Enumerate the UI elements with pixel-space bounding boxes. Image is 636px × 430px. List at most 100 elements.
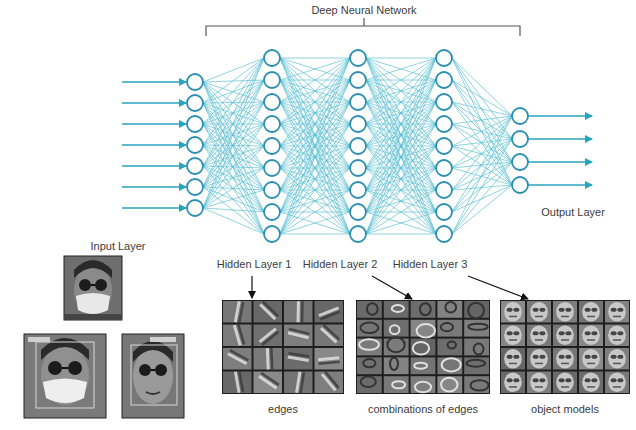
face-model-eye [559, 331, 565, 335]
neuron [264, 72, 280, 88]
network-link [366, 124, 436, 234]
edge-stroke [235, 372, 239, 393]
network-link [203, 82, 264, 234]
output-arrow [528, 138, 592, 140]
network-link [366, 58, 436, 146]
neuron [350, 72, 366, 88]
feature-cell [284, 348, 313, 370]
part-stroke [367, 303, 378, 314]
feature-cell [605, 301, 629, 323]
face-model-eye [533, 331, 539, 335]
face-model-mouth [509, 386, 517, 388]
edge-stroke [239, 302, 243, 323]
face-model [530, 349, 548, 369]
network-link [203, 166, 264, 234]
network-link [366, 58, 436, 124]
feature-cell [464, 301, 489, 318]
neuron [187, 137, 203, 153]
network-link [280, 58, 350, 234]
network-link [366, 234, 436, 235]
network-link [366, 58, 436, 190]
feature-cell [411, 320, 436, 337]
part-stroke [445, 302, 456, 313]
part-stroke [392, 381, 405, 388]
network-link [452, 185, 512, 234]
input-arrow [122, 81, 186, 83]
panel-ground [356, 300, 490, 394]
edge-stroke [320, 312, 340, 320]
face-model-mouth [509, 316, 517, 318]
feature-cell [579, 301, 603, 323]
network-link [366, 58, 436, 168]
face-model-eye [585, 331, 591, 335]
neuron [350, 204, 366, 220]
neuron [187, 200, 203, 216]
feature-cell [254, 348, 283, 370]
network-link [203, 103, 264, 146]
network-link [366, 58, 436, 234]
neurons [187, 50, 528, 242]
network-link [280, 58, 350, 124]
network-link [366, 80, 436, 234]
network-link [452, 116, 512, 234]
feature-cell [553, 325, 577, 347]
feature-cell [527, 348, 551, 370]
network-link [280, 212, 350, 234]
network-link [203, 124, 264, 208]
network-link [366, 146, 436, 234]
network-link [280, 58, 350, 168]
face-model-mouth [535, 316, 543, 318]
face-model [504, 302, 522, 322]
edge-stroke [297, 301, 300, 322]
edge-stroke [238, 324, 244, 344]
feature-cell [315, 348, 344, 370]
face-model [556, 325, 574, 345]
face-model-eye [533, 355, 539, 359]
face-model [556, 349, 574, 369]
feature-cell [357, 301, 382, 318]
face-model-eye [539, 378, 545, 382]
network-link [280, 58, 350, 168]
face-model-eye [507, 378, 513, 382]
network-link [203, 103, 264, 124]
panel-caption: combinations of edges [368, 403, 478, 416]
network-link [203, 124, 264, 168]
input-arrow [122, 102, 186, 104]
network-link [280, 58, 350, 59]
face-model-mouth [613, 363, 621, 365]
feature-cell [357, 320, 382, 337]
network-link [280, 146, 350, 234]
pointer-arrow [251, 276, 252, 298]
network-link [452, 139, 512, 234]
face-model-eye [539, 355, 545, 359]
feature-cell [223, 348, 252, 370]
edge-stroke [239, 371, 243, 392]
network-link [203, 124, 264, 234]
network-link [203, 187, 264, 212]
edge-stroke [266, 348, 270, 369]
neuron [187, 158, 203, 174]
face-model [582, 349, 600, 369]
network-link [452, 116, 512, 168]
network-link [452, 162, 512, 234]
network-link [452, 124, 512, 139]
face-model-eye [507, 355, 513, 359]
neuron [350, 50, 366, 66]
neuron [350, 182, 366, 198]
feature-cell [527, 372, 551, 394]
face-model-eye [565, 331, 571, 335]
neuron [350, 226, 366, 242]
face-model [608, 325, 626, 345]
feature-cell [437, 376, 462, 393]
edge-stroke [230, 350, 249, 360]
part-stroke [414, 363, 427, 369]
pointer-arrow [468, 276, 528, 299]
feature-cell [223, 301, 252, 323]
panel-ground [500, 300, 630, 394]
feature-cell [553, 301, 577, 323]
output-arrow [528, 161, 592, 163]
face-model-mouth [587, 316, 595, 318]
network-link [203, 58, 264, 82]
feature-cell [254, 325, 283, 347]
